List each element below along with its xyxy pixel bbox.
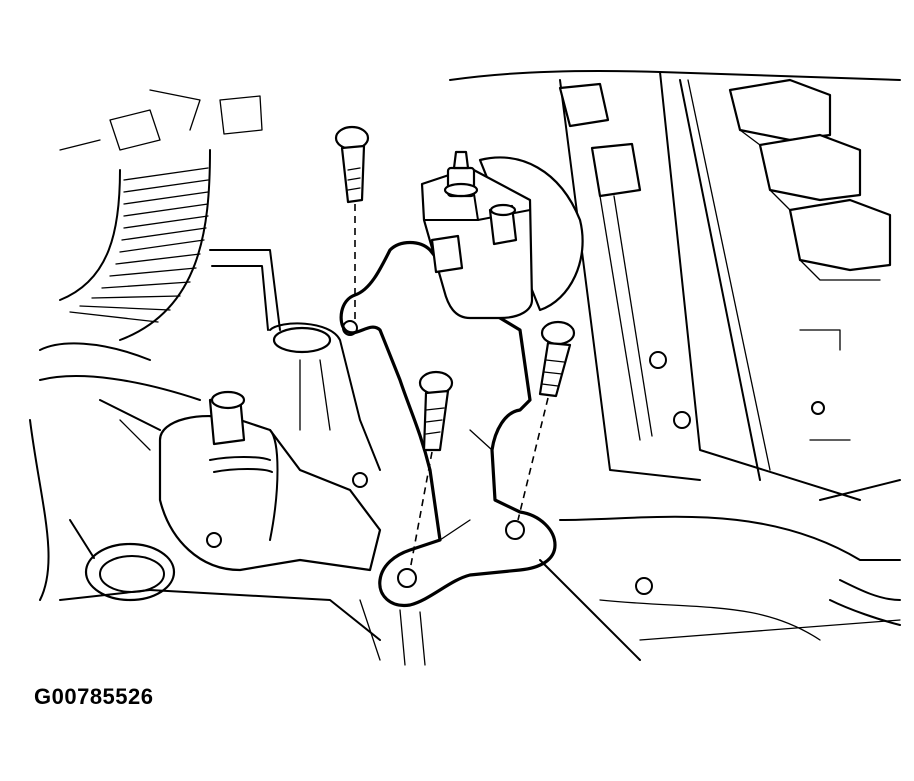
lower-engine-lines	[59, 589, 426, 666]
mount-insulator	[420, 150, 584, 320]
bolt-center	[409, 370, 454, 571]
bolt-upper-left	[334, 125, 370, 320]
thermostat-housing	[99, 322, 382, 572]
bolt-right	[517, 320, 576, 521]
coolant-tube	[29, 249, 281, 602]
corrugated-hose	[59, 89, 263, 341]
engine-mount-bracket	[339, 240, 557, 607]
engine-bracket-diagram	[29, 69, 901, 666]
cylinder-head-blocks	[728, 78, 892, 281]
figure-id-label: G00785526	[34, 684, 154, 709]
fuel-rail	[558, 82, 851, 595]
